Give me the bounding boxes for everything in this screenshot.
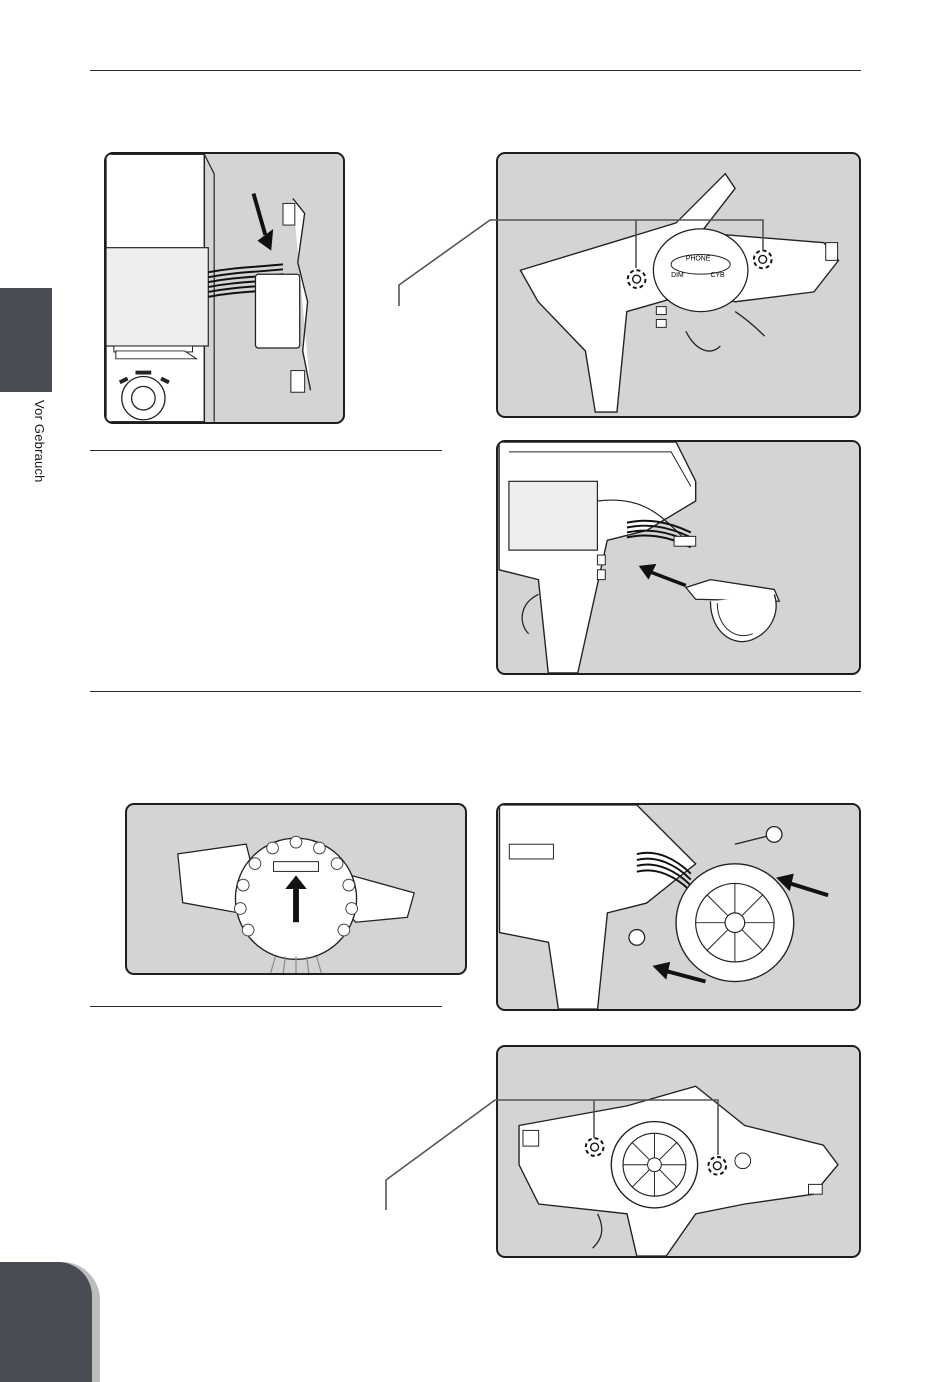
wheel-module-screws-illustration [498,1047,859,1256]
figure-connector-cover [496,440,861,675]
section-rule-1 [90,450,442,451]
page-number-tab [0,1262,92,1382]
chapter-tab [0,288,52,392]
figure-connector-detail [104,152,345,424]
steering-wheel-module-back-illustration [127,805,465,973]
section-divider [90,691,861,692]
figure-wheel-module-screws [496,1045,861,1258]
top-rule [90,70,861,71]
transmitter-screw-locations-illustration: PHONE DIM CYB [498,154,859,416]
chapter-label: Vor Gebrauch [32,400,47,483]
connector-detail-illustration [106,154,343,422]
figure-wheel-module-back [125,803,467,975]
figure-wheel-module-mount [496,803,861,1011]
section-rule-2 [90,1006,442,1007]
connector-cover-illustration [498,442,859,673]
phone-label: PHONE [686,255,711,262]
dim-label: DIM [671,272,684,279]
wheel-module-mount-illustration [498,805,859,1009]
cyb-label: CYB [711,272,726,279]
figure-transmitter-screws: PHONE DIM CYB [496,152,861,418]
